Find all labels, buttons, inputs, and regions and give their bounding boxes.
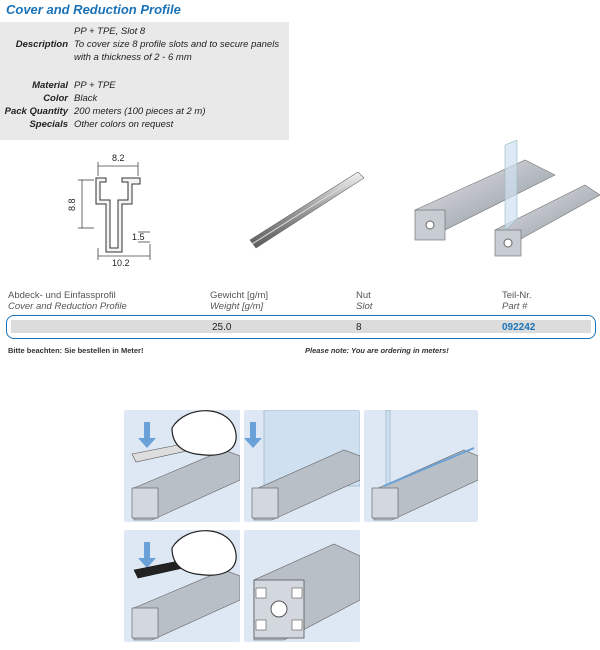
header-en: Weight [g/m]	[210, 301, 264, 312]
install-step-2-illustration	[244, 410, 360, 521]
header-de: Teil-Nr.	[502, 290, 532, 301]
dim-top: 8.2	[112, 153, 125, 163]
table-row[interactable]	[6, 315, 596, 339]
dim-bottom: 10.2	[112, 258, 130, 268]
remove-step-2	[244, 530, 360, 642]
page-title: Cover and Reduction Profile	[6, 2, 181, 17]
profile-strip-image	[249, 171, 365, 249]
dim-small: 1.5	[132, 232, 145, 242]
spec-value: Other colors on request	[74, 119, 174, 130]
dim-left: 8.8	[67, 198, 77, 211]
profile-assembly-image	[414, 140, 600, 257]
note-en: Please note: You are ordering in meters!	[305, 346, 449, 355]
header-slot: Nut Slot	[356, 290, 372, 312]
profile-drawing: 8.2 8.8 1.5 10.2	[67, 153, 151, 268]
part-number-link[interactable]: 092242	[502, 322, 536, 333]
spec-box: PP + TPE, Slot 8 Description To cover si…	[0, 22, 289, 140]
spec-label: Specials	[29, 119, 68, 130]
spec-value: PP + TPE	[74, 80, 116, 91]
install-step-1-illustration	[131, 410, 240, 521]
spec-value: Black	[74, 93, 98, 104]
header-en: Part #	[502, 301, 528, 312]
header-en: Cover and Reduction Profile	[8, 301, 127, 312]
note-de: Bitte beachten: Sie bestellen in Meter!	[8, 346, 144, 355]
header-de: Gewicht [g/m]	[210, 290, 269, 301]
remove-step-1-illustration	[131, 530, 240, 641]
header-description: Abdeck- und Einfassprofil Cover and Redu…	[8, 290, 127, 312]
install-step-3-illustration	[371, 410, 478, 521]
spec-label: Color	[43, 93, 68, 104]
spec-value: 200 meters (100 pieces at 2 m)	[74, 106, 206, 117]
spec-label: Material	[32, 80, 68, 91]
remove-step-1	[124, 530, 240, 642]
header-weight: Gewicht [g/m] Weight [g/m]	[210, 290, 268, 312]
spec-label: Pack Quantity	[4, 106, 68, 117]
header-part: Teil-Nr. Part #	[502, 290, 532, 312]
table-row-fill	[11, 320, 591, 333]
install-step-1	[124, 410, 240, 522]
install-step-3	[364, 410, 478, 522]
install-step-2	[244, 410, 360, 522]
spec-value: PP + TPE, Slot 8	[74, 26, 146, 37]
spec-label: Description	[15, 39, 68, 50]
header-de: Abdeck- und Einfassprofil	[8, 290, 116, 301]
header-de: Nut	[356, 290, 371, 301]
weight-value: 25.0	[212, 322, 232, 333]
spec-value: with a thickness of 2 - 6 mm	[74, 52, 192, 63]
remove-step-2-illustration	[253, 543, 360, 641]
slot-value: 8	[356, 322, 362, 333]
spec-value: To cover size 8 profile slots and to sec…	[74, 39, 280, 50]
header-en: Slot	[356, 301, 373, 312]
